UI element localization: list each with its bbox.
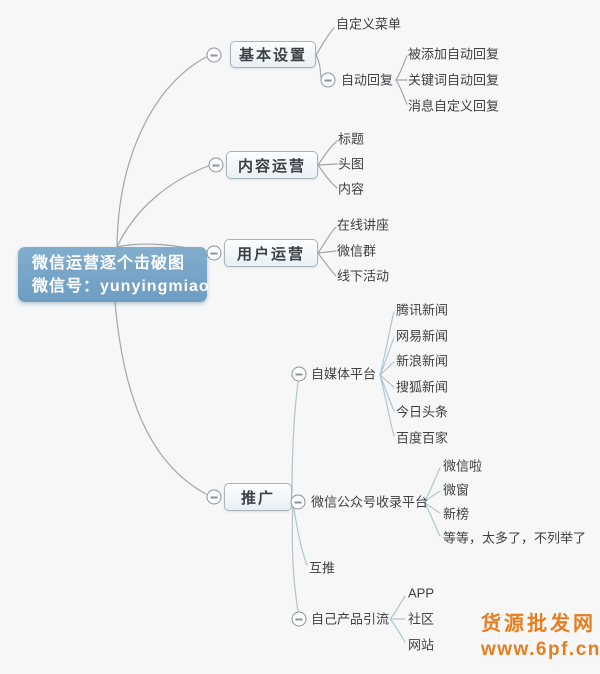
watermark-site-url: www.6pf.cn (481, 639, 600, 660)
collapse-icon-product-traffic[interactable] (291, 611, 307, 627)
node-custom-menu[interactable]: 自定义菜单 (336, 16, 402, 32)
node-sina-news[interactable]: 新浪新闻 (396, 353, 449, 369)
node-offline-activity[interactable]: 线下活动 (337, 268, 390, 284)
node-sohu-news[interactable]: 搜狐新闻 (396, 379, 449, 395)
node-promotion[interactable]: 推广 (224, 483, 292, 511)
node-self-media-platform[interactable]: 自媒体平台 (311, 366, 377, 382)
node-content-operation[interactable]: 内容运营 (226, 151, 318, 179)
node-keyword-auto-reply[interactable]: 关键词自动回复 (408, 72, 500, 88)
node-tencent-news[interactable]: 腾讯新闻 (396, 302, 449, 318)
node-baidu-baijia[interactable]: 百度百家 (396, 430, 449, 446)
node-user-operation[interactable]: 用户运营 (224, 239, 318, 267)
node-community[interactable]: 社区 (408, 611, 435, 627)
node-weichuang[interactable]: 微窗 (443, 482, 470, 498)
node-content-topic[interactable]: 内容 (338, 181, 365, 197)
collapse-icon-index-platform[interactable] (290, 494, 306, 510)
collapse-icon-self-media[interactable] (291, 366, 307, 382)
collapse-icon-basic-settings[interactable] (206, 47, 222, 63)
collapse-icon-promotion[interactable] (206, 489, 222, 505)
node-toutiao[interactable]: 今日头条 (396, 404, 449, 420)
node-header-image[interactable]: 头图 (338, 156, 365, 172)
node-app[interactable]: APP (408, 585, 435, 601)
connector-group-main (114, 27, 408, 495)
node-account-index-platform[interactable]: 微信公众号收录平台 (311, 494, 429, 510)
collapse-icon-user-operation[interactable] (206, 245, 222, 261)
node-etc-more[interactable]: 等等，太多了，不列举了 (443, 530, 587, 546)
collapse-icon-content-operation[interactable] (208, 157, 224, 173)
node-own-product-traffic[interactable]: 自己产品引流 (311, 611, 390, 627)
watermark: 货源批发网 www.6pf.cn (481, 611, 600, 663)
root-title: 微信运营逐个击破图 (32, 254, 186, 272)
collapse-icon-auto-reply[interactable] (320, 72, 336, 88)
node-basic-settings[interactable]: 基本设置 (230, 41, 316, 68)
node-message-custom-reply[interactable]: 消息自定义回复 (408, 98, 500, 114)
node-online-lecture[interactable]: 在线讲座 (337, 217, 390, 233)
node-root[interactable]: 微信运营逐个击破图 微信号：yunyingmiao (18, 247, 210, 302)
root-subtitle: 微信号：yunyingmiao (32, 277, 210, 295)
node-title-topic[interactable]: 标题 (338, 131, 365, 147)
connector-group-promotion (289, 311, 441, 643)
node-added-auto-reply[interactable]: 被添加自动回复 (408, 46, 500, 62)
node-website[interactable]: 网站 (408, 637, 435, 653)
node-wechat-group[interactable]: 微信群 (337, 243, 377, 259)
node-mutual-promotion[interactable]: 互推 (309, 560, 336, 576)
node-netease-news[interactable]: 网易新闻 (396, 328, 449, 344)
node-auto-reply[interactable]: 自动回复 (341, 72, 394, 88)
watermark-site-name: 货源批发网 (481, 613, 596, 635)
node-newrank[interactable]: 新榜 (443, 506, 470, 522)
node-weixinla[interactable]: 微信啦 (443, 458, 483, 474)
